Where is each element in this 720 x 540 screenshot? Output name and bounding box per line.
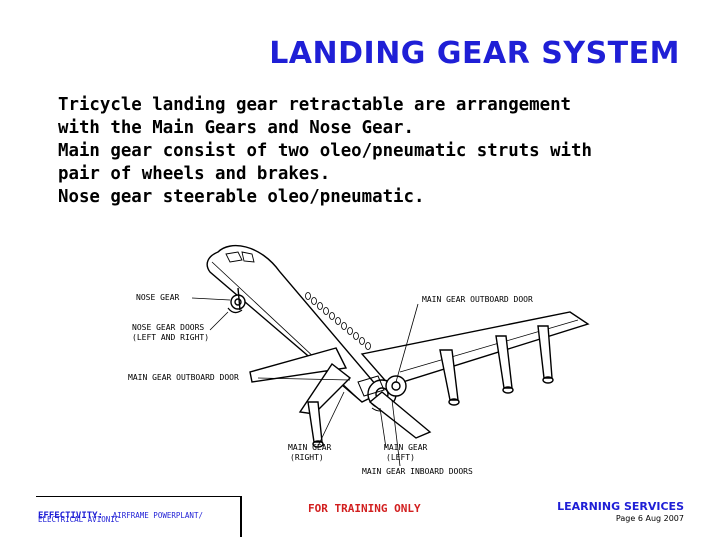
landing-gear-diagram: NOSE GEAR NOSE GEAR DOORS (LEFT AND RIGH… <box>128 245 590 476</box>
callout-main-gear-outboard-door-right: MAIN GEAR OUTBOARD DOOR <box>422 295 533 304</box>
callout-main-gear-inboard-doors: MAIN GEAR INBOARD DOORS <box>362 467 473 476</box>
callout-nose-gear-doors: NOSE GEAR DOORS <box>132 323 204 332</box>
body-line: Nose gear steerable oleo/pneumatic. <box>58 187 425 207</box>
callout-leaders <box>191 297 419 467</box>
effectivity-label: EFFECTIVITY: <box>38 511 104 521</box>
training-notice: FOR TRAINING ONLY <box>308 502 421 515</box>
learning-services: LEARNING SERVICES <box>557 500 684 513</box>
callout-main-gear-right: MAIN GEAR <box>288 443 332 452</box>
body-line: Tricycle landing gear retractable are ar… <box>58 95 572 115</box>
body-text: Tricycle landing gear retractable are ar… <box>58 94 678 209</box>
callout-nose-gear: NOSE GEAR <box>136 293 180 302</box>
effectivity-line-2: ELECTRICAL AVIONIC <box>38 515 120 524</box>
callout-main-gear-left-sub: (LEFT) <box>386 453 415 462</box>
callout-main-gear-right-sub: (RIGHT) <box>290 453 324 462</box>
slide-title: LANDING GEAR SYSTEM <box>269 36 680 71</box>
callout-nose-gear-doors-sub: (LEFT AND RIGHT) <box>132 333 209 342</box>
body-line: with the Main Gears and Nose Gear. <box>58 118 414 138</box>
aircraft-illustration <box>206 245 590 448</box>
effectivity-text: AIRFRAME POWERPLANT/ <box>112 511 203 520</box>
effectivity-line-1: EFFECTIVITY: AIRFRAME POWERPLANT/ <box>38 503 203 522</box>
effectivity-box: EFFECTIVITY: AIRFRAME POWERPLANT/ ELECTR… <box>36 496 242 537</box>
body-line: pair of wheels and brakes. <box>58 164 331 184</box>
page-info: Page 6 Aug 2007 <box>615 514 684 523</box>
callout-main-gear-outboard-door-left: MAIN GEAR OUTBOARD DOOR <box>128 373 239 382</box>
body-line: Main gear consist of two oleo/pneumatic … <box>58 141 592 161</box>
callout-main-gear-left: MAIN GEAR <box>384 443 428 452</box>
